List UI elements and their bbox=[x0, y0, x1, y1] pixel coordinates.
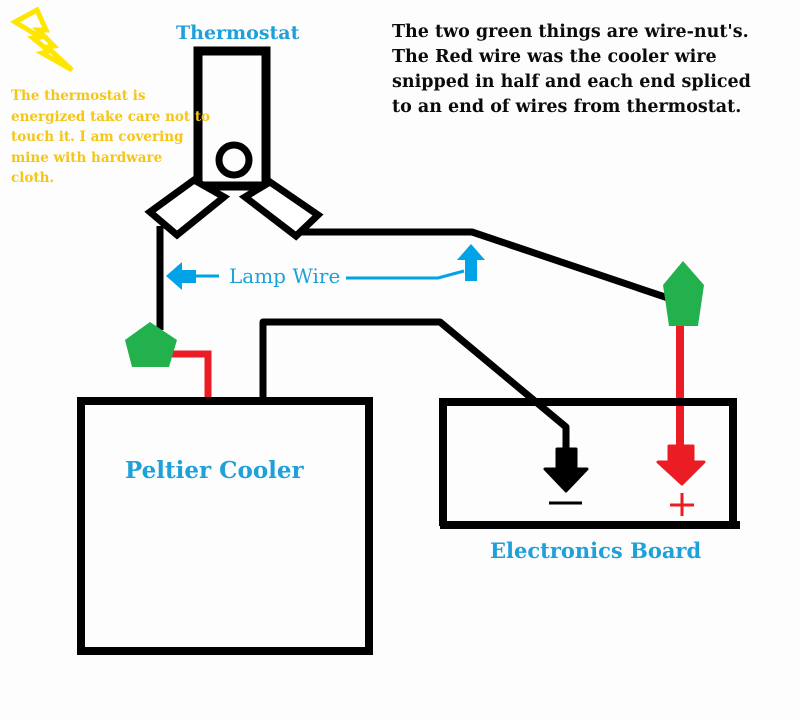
red-wire-peltier bbox=[168, 350, 212, 399]
thermostat-right-terminal bbox=[238, 177, 324, 241]
lightning-bolt-icon bbox=[9, 6, 74, 73]
lamp-wire-label: Lamp Wire bbox=[229, 264, 341, 288]
note-line: snipped in half and each end spliced bbox=[392, 72, 751, 92]
lamp-wire-right bbox=[300, 228, 670, 302]
thermostat-label: Thermostat bbox=[176, 22, 300, 44]
note-line: The Red wire was the cooler wire bbox=[392, 47, 717, 67]
black-wire-board bbox=[259, 318, 570, 450]
peltier-cooler-box bbox=[77, 397, 373, 655]
thermostat-left-terminal bbox=[144, 175, 231, 240]
wire-nut-left bbox=[125, 322, 177, 367]
wire-nut-right bbox=[663, 261, 704, 326]
lamp-wire-arrow-left bbox=[166, 262, 196, 290]
peltier-cooler-label: Peltier Cooler bbox=[125, 457, 304, 484]
electronics-board-box bbox=[439, 398, 740, 529]
warning-line: cloth. bbox=[11, 170, 55, 186]
warning-line: energized take care not to bbox=[11, 108, 211, 125]
lamp-wire-arrow-right bbox=[457, 244, 485, 281]
thermostat-dial bbox=[215, 141, 253, 179]
thermostat-body bbox=[193, 46, 271, 191]
electronics-board-label: Electronics Board bbox=[490, 538, 702, 563]
warning-note: The thermostat is energized take care no… bbox=[11, 86, 211, 189]
plus-sign bbox=[670, 493, 694, 516]
explanation-note: The two green things are wire-nut's. The… bbox=[392, 20, 751, 120]
warning-line: touch it. I am covering bbox=[11, 129, 184, 145]
note-line: to an end of wires from thermostat. bbox=[392, 97, 742, 117]
positive-terminal-arrow bbox=[656, 444, 706, 486]
lamp-wire-leader-right bbox=[346, 269, 465, 280]
warning-line: mine with hardware bbox=[11, 149, 163, 166]
negative-terminal-arrow bbox=[543, 447, 589, 493]
note-line: The two green things are wire-nut's. bbox=[392, 22, 749, 42]
warning-line: The thermostat is bbox=[11, 88, 146, 104]
